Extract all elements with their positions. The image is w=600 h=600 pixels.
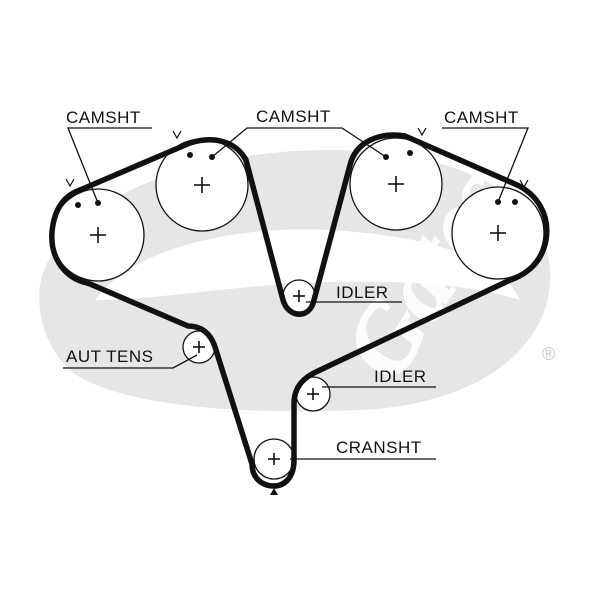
timing-mark-crankshaft <box>270 488 278 495</box>
timing-mark-center-right <box>417 127 427 137</box>
timing-mark-center-left <box>172 130 182 140</box>
label-idler-upper: IDLER <box>336 283 389 302</box>
timing-mark-right <box>519 179 529 189</box>
leader-lines <box>63 127 529 460</box>
watermark-inner-sweep <box>95 229 520 300</box>
label-auto-tensioner: AUT TENS <box>66 347 153 366</box>
timing-marks <box>65 127 529 495</box>
timing-mark-left <box>65 178 75 188</box>
label-crankshaft: CRANSHT <box>336 438 422 457</box>
camshaft-pulley-center-right <box>349 137 443 231</box>
label-camshaft-center: CAMSHT <box>256 107 331 126</box>
label-idler-lower: IDLER <box>374 367 427 386</box>
crankshaft-pulley <box>253 438 295 480</box>
leader-auto-tensioner <box>63 354 198 369</box>
label-camshaft-left: CAMSHT <box>66 108 141 127</box>
timing-belt <box>49 132 550 489</box>
pulleys <box>51 137 545 480</box>
leader-camshaft-right <box>442 127 529 203</box>
leader-camshaft-left <box>67 127 152 204</box>
registered-mark: ® <box>542 344 555 364</box>
leader-camshaft-center-left <box>211 127 387 158</box>
label-camshaft-right: CAMSHT <box>444 108 519 127</box>
component-labels: CAMSHT CAMSHT CAMSHT IDLER IDLER AUT TEN… <box>66 107 519 457</box>
